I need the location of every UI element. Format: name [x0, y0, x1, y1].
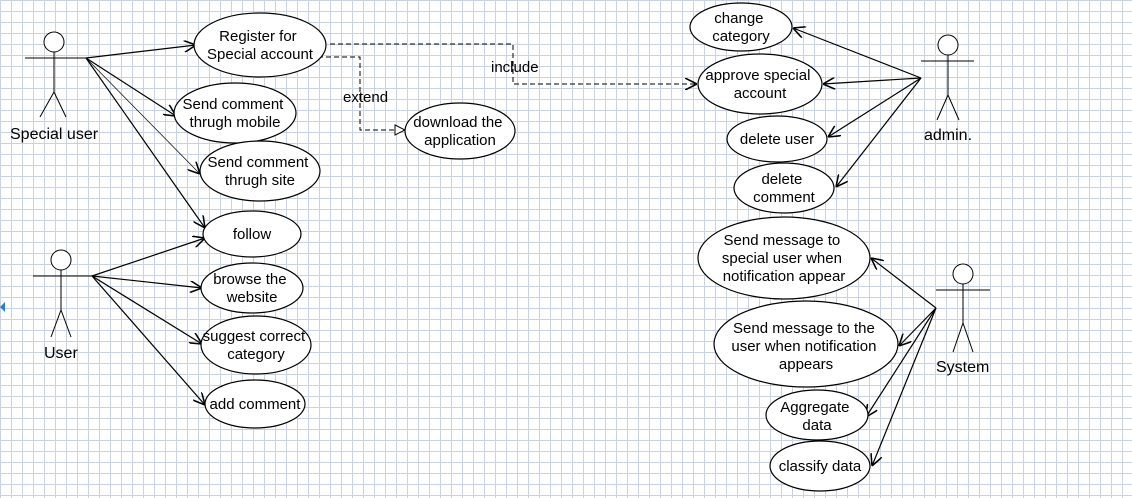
- uc-aggregate-ellipse: [765, 389, 869, 441]
- actor-admin-label: admin.: [924, 127, 972, 144]
- uc-send-mobile-label: Send comment thrugh mobile: [182, 96, 287, 131]
- assoc-user-follow: [91, 238, 205, 277]
- uc-browse-label: browse the website: [213, 271, 291, 306]
- uc-approve-label: approve special account: [705, 67, 814, 102]
- uc-delete-user-label: delete user: [740, 131, 814, 148]
- actor-head: [50, 249, 72, 271]
- uc-delete-user-ellipse: [726, 115, 828, 163]
- assoc-admin-delete-comment: [836, 77, 922, 187]
- actor-admin: [921, 34, 974, 121]
- uc-change-category-ellipse: [689, 2, 793, 52]
- include-label: include: [491, 59, 539, 76]
- uc-add-comment-label: add comment: [210, 396, 302, 413]
- include-dependency: [330, 43, 697, 84]
- uc-msg-user-label: Send message to the user when notificati…: [731, 320, 880, 373]
- canvas-edge-marker: [0, 302, 5, 312]
- uc-aggregate-label: Aggregate data: [780, 399, 853, 434]
- uc-suggest-label: suggest correct category: [203, 328, 310, 363]
- uc-download-ellipse: [404, 102, 516, 160]
- uc-send-site-label: Send comment thrugh site: [207, 154, 312, 189]
- uc-add-comment-ellipse: [204, 379, 306, 429]
- uc-register-ellipse: [193, 12, 327, 78]
- assoc-system-aggregate: [866, 307, 937, 417]
- uc-approve-ellipse: [697, 53, 823, 115]
- uc-delete-comment-ellipse: [733, 162, 835, 214]
- uc-msg-user-ellipse: [713, 300, 899, 388]
- uc-browse-ellipse: [200, 262, 304, 314]
- uc-send-mobile-ellipse: [173, 82, 297, 144]
- assoc-special-send-mobile: [85, 57, 176, 116]
- assoc-admin-change-category: [793, 28, 922, 79]
- assoc-system-classify: [872, 307, 937, 466]
- assoc-admin-delete-user: [828, 77, 922, 137]
- uc-follow-label: follow: [233, 226, 272, 243]
- assoc-user-browse: [91, 275, 202, 288]
- assoc-system-msg-special: [871, 258, 937, 309]
- assoc-user-suggest: [91, 275, 202, 344]
- uc-register-label: Register for Special account: [207, 28, 314, 63]
- uc-classify-ellipse: [769, 440, 871, 492]
- uc-suggest-ellipse: [200, 315, 312, 375]
- uc-msg-special-label: Send message to special user when notifi…: [722, 232, 846, 285]
- actor-head: [952, 263, 974, 285]
- actor-user: [33, 249, 92, 338]
- assoc-user-add-comment: [91, 275, 205, 405]
- uc-download-label: download the application: [413, 114, 506, 149]
- assoc-system-msg-user: [899, 307, 937, 346]
- actor-special-user-label: Special user: [10, 126, 99, 143]
- assoc-admin-approve: [823, 78, 922, 84]
- actor-user-label: User: [44, 345, 78, 362]
- actor-special-user: [25, 31, 86, 118]
- assoc-special-send-site: [85, 57, 200, 174]
- actor-system: [936, 263, 990, 353]
- extend-label: extend: [343, 89, 388, 106]
- actor-head: [937, 34, 959, 56]
- assoc-special-register: [85, 45, 196, 59]
- actor-system-label: System: [936, 359, 989, 376]
- uc-send-site-ellipse: [199, 140, 321, 202]
- assoc-special-follow: [85, 57, 205, 228]
- uc-delete-comment-label: delete comment: [753, 171, 816, 206]
- uc-msg-special-ellipse: [697, 216, 871, 300]
- extend-dependency: [318, 56, 405, 130]
- uc-classify-label: classify data: [779, 458, 862, 475]
- uc-change-category-label: change category: [712, 10, 770, 45]
- actor-head: [43, 31, 65, 53]
- uc-follow-ellipse: [202, 210, 302, 258]
